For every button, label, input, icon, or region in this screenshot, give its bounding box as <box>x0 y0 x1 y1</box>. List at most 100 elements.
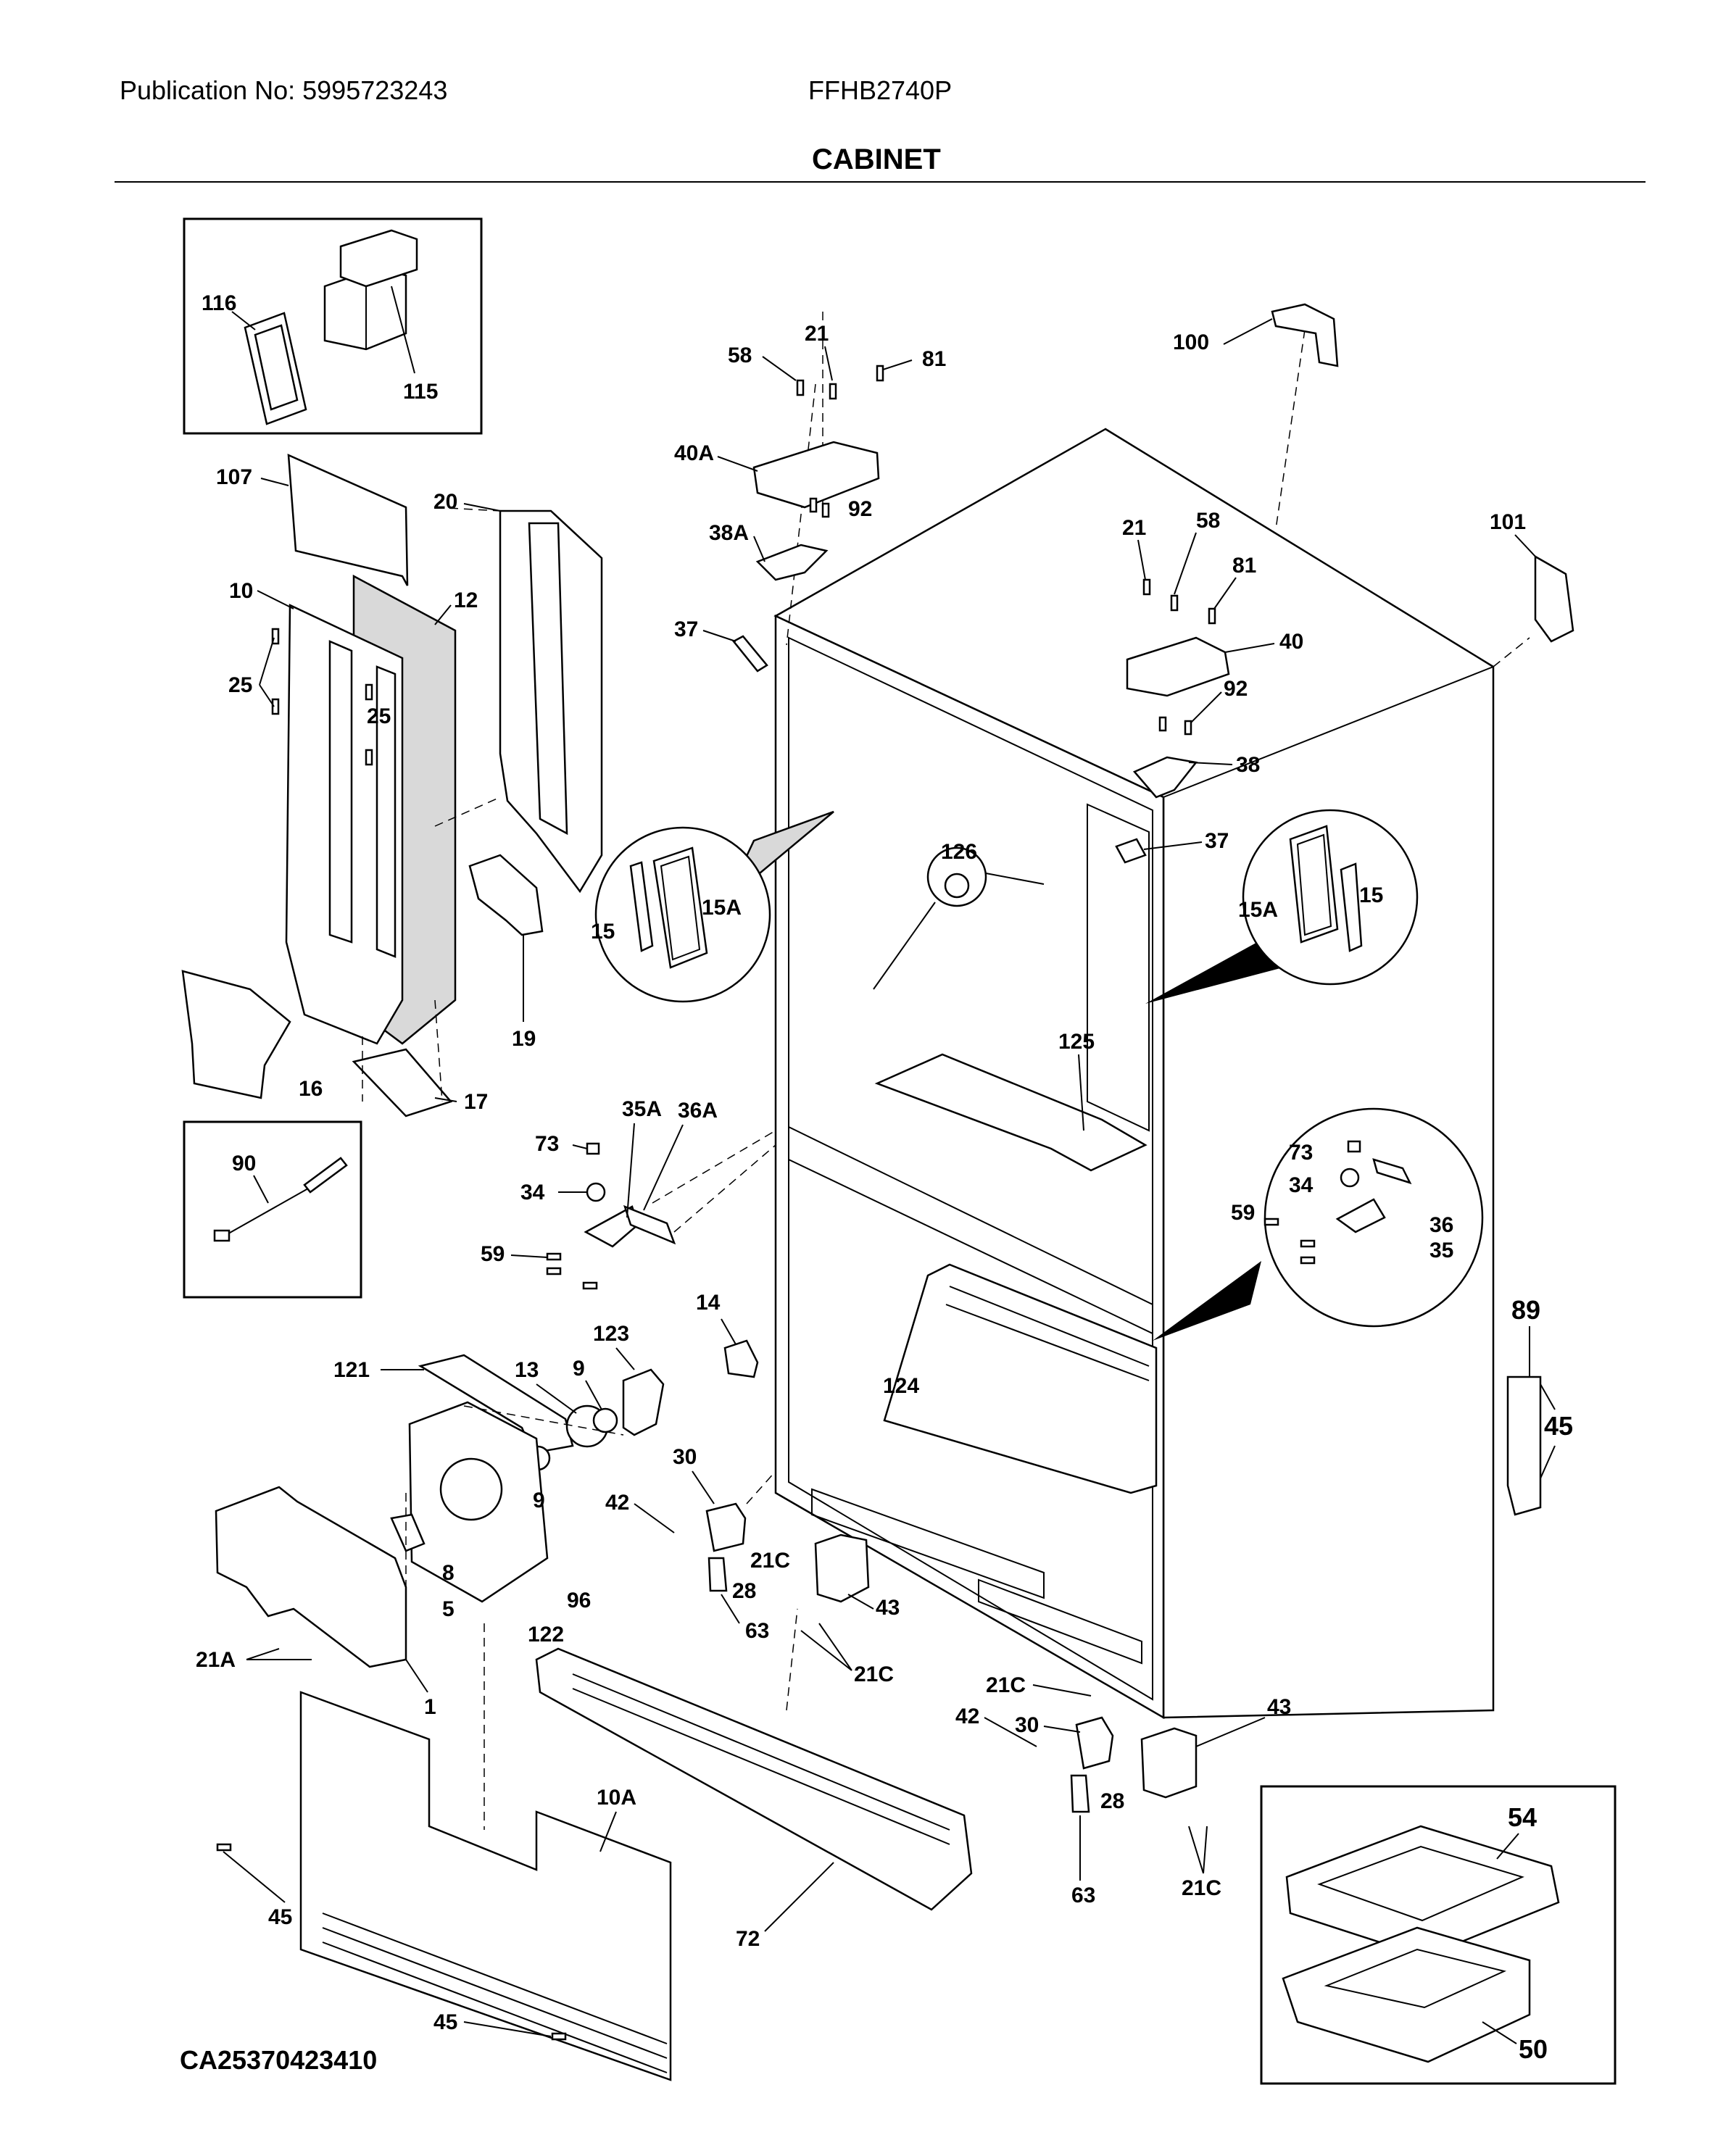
callout-10: 10 <box>229 579 253 603</box>
callout-35A: 35A <box>622 1097 662 1121</box>
callout-15A-left: 15A <box>702 896 742 920</box>
callout-45-right: 45 <box>1544 1411 1573 1441</box>
duct-front-10 <box>285 604 404 1045</box>
callout-1: 1 <box>424 1695 436 1719</box>
callout-30-left: 30 <box>673 1445 697 1469</box>
callout-54: 54 <box>1508 1802 1537 1832</box>
callout-92-left: 92 <box>848 497 872 521</box>
light-socket-126 <box>944 873 970 899</box>
callout-92-right: 92 <box>1224 677 1248 701</box>
callout-25-left: 25 <box>228 673 252 697</box>
hinge-38A <box>755 544 829 581</box>
grommet-9-top <box>592 1407 618 1433</box>
lower-panel-10A <box>299 1691 672 2081</box>
hinge-cover-40 <box>1126 636 1230 697</box>
callout-9-top: 9 <box>573 1357 585 1381</box>
callout-100: 100 <box>1173 330 1209 354</box>
callout-21-top-right: 21 <box>1122 516 1146 540</box>
hinge-bracket-30-right <box>1075 1716 1114 1770</box>
screw-45-left <box>216 1843 232 1852</box>
ice-bin-frame-116 <box>244 312 307 425</box>
side-panel-89 <box>1506 1375 1542 1516</box>
hinge-cover-100 <box>1271 303 1339 367</box>
chute-liner-20 <box>499 509 603 894</box>
callout-63-right: 63 <box>1071 1884 1095 1907</box>
callout-10A: 10A <box>597 1786 636 1810</box>
callout-115: 115 <box>403 380 438 404</box>
callout-13: 13 <box>515 1358 539 1382</box>
door-stop-group-right <box>1263 1140 1412 1265</box>
hinge-cover-101 <box>1534 554 1574 643</box>
callout-63-left: 63 <box>745 1619 769 1643</box>
roller-63-left <box>707 1557 728 1592</box>
fan-blade-8 <box>390 1513 426 1552</box>
callout-21C-right-top: 21C <box>986 1673 1026 1697</box>
seal-15-right <box>1340 862 1363 952</box>
callout-34-right: 34 <box>1289 1173 1314 1197</box>
callout-116: 116 <box>202 291 236 315</box>
seal-15-left <box>629 861 654 952</box>
callout-43-right: 43 <box>1267 1695 1291 1719</box>
callout-90: 90 <box>232 1152 256 1175</box>
callout-58-top-right: 58 <box>1196 509 1220 533</box>
callout-42-left: 42 <box>605 1491 629 1515</box>
callout-73-left: 73 <box>535 1132 559 1156</box>
callout-17: 17 <box>464 1090 488 1114</box>
callout-9-bottom: 9 <box>533 1489 545 1512</box>
callout-43-left: 43 <box>876 1596 900 1620</box>
shelf-125 <box>874 1053 1148 1172</box>
callout-15A-right: 15A <box>1238 898 1278 922</box>
roller-63-right <box>1070 1774 1090 1813</box>
callout-124: 124 <box>883 1374 919 1398</box>
callout-40A: 40A <box>674 441 714 465</box>
callout-123: 123 <box>593 1322 629 1346</box>
air-vent-15A-right <box>1289 825 1339 944</box>
bracket-14 <box>723 1339 759 1378</box>
callout-73-right: 73 <box>1289 1141 1313 1165</box>
callout-107: 107 <box>216 465 252 489</box>
callout-35-right: 35 <box>1429 1239 1453 1262</box>
callout-59-left: 59 <box>481 1242 505 1266</box>
callout-45-left: 45 <box>268 1905 292 1929</box>
air-vent-15A-left <box>652 846 708 969</box>
callout-101: 101 <box>1490 510 1526 534</box>
hinge-43-left <box>814 1533 870 1603</box>
kick-plate-72 <box>535 1647 973 1911</box>
tool-90 <box>213 1157 348 1242</box>
screws-top <box>796 365 1216 736</box>
inset-box-tool <box>183 1120 362 1299</box>
zoom-wedge-door-stop <box>1153 1261 1261 1341</box>
hinge-43-right <box>1140 1727 1198 1799</box>
callout-15-left: 15 <box>591 920 615 944</box>
callout-96: 96 <box>567 1589 591 1612</box>
hinge-38 <box>1132 756 1198 799</box>
callout-122: 122 <box>528 1623 564 1647</box>
stop-37-right <box>1115 838 1147 864</box>
callout-25-right: 25 <box>367 704 391 728</box>
callout-40: 40 <box>1279 630 1303 654</box>
dispenser-bezel-54 <box>1285 1825 1560 1958</box>
callout-8: 8 <box>442 1561 455 1585</box>
freezer-drawer-124 <box>883 1263 1158 1494</box>
bottom-vents <box>811 1488 1142 1665</box>
lower-panel-vents <box>322 1912 668 2073</box>
callout-58-top-left: 58 <box>728 344 752 367</box>
callout-89: 89 <box>1511 1295 1540 1325</box>
screw-45-bottom <box>551 2032 567 2041</box>
callout-19: 19 <box>512 1027 536 1051</box>
inset-box-ice-bin <box>183 217 483 435</box>
auger-motor-bracket-19 <box>468 854 544 936</box>
fan-cover-123 <box>622 1368 665 1436</box>
callout-37-left: 37 <box>674 617 698 641</box>
chute-door-107 <box>287 454 409 586</box>
catalog-code: CA25370423410 <box>180 2045 378 2075</box>
header-rule <box>115 181 1646 183</box>
callout-121: 121 <box>333 1358 370 1382</box>
callout-37-right: 37 <box>1205 829 1229 853</box>
hinge-cover-40A <box>752 441 880 509</box>
callout-16: 16 <box>299 1077 323 1101</box>
callout-36-right: 36 <box>1429 1213 1453 1237</box>
callout-126: 126 <box>941 840 977 864</box>
ice-bin-box-115 <box>323 229 418 351</box>
callout-72: 72 <box>736 1927 760 1951</box>
